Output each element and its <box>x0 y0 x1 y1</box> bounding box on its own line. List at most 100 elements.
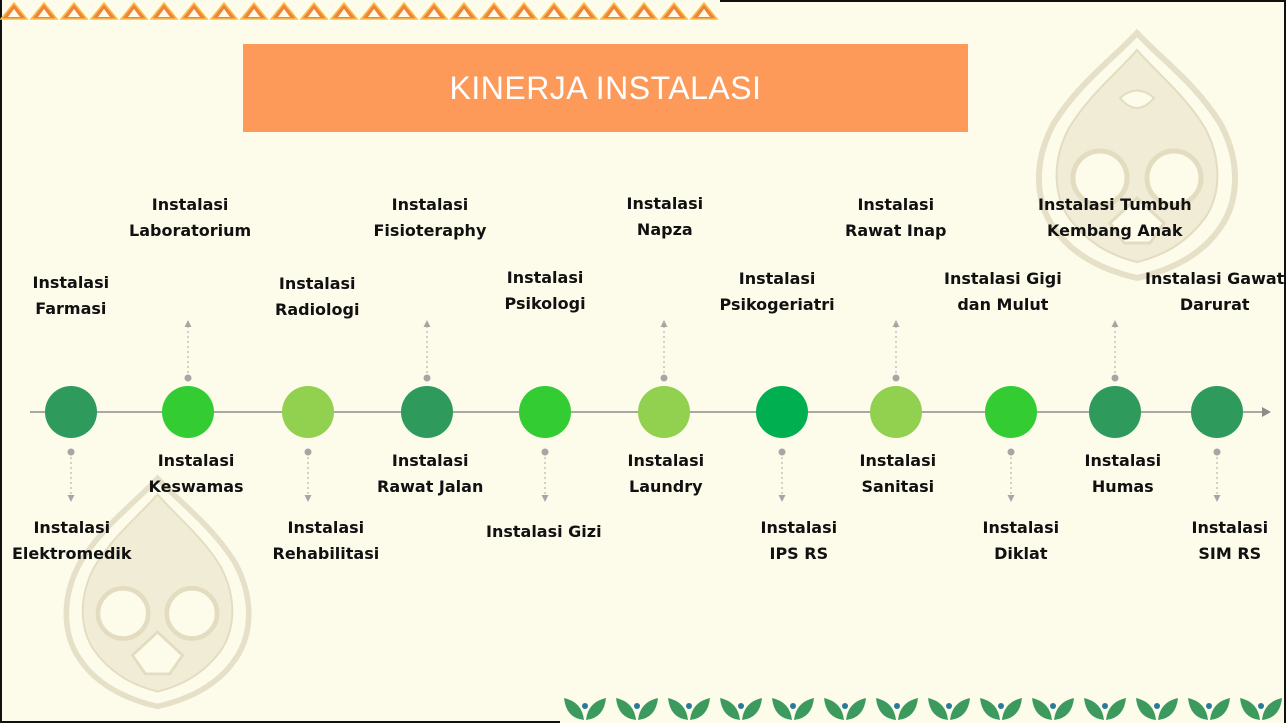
top-label-line1: Instalasi Tumbuh <box>1038 195 1192 214</box>
bottom-label-line2: Elektromedik <box>12 544 132 563</box>
top-label-line2: Kembang Anak <box>1047 221 1183 240</box>
frame-top-line <box>720 0 1286 2</box>
connector-3 <box>304 448 312 502</box>
timeline-node-1 <box>45 386 97 438</box>
bottom-label-line1: Instalasi <box>391 451 469 470</box>
bottom-label-line2: Rawat Jalan <box>377 477 484 496</box>
timeline-node-2 <box>162 386 214 438</box>
bottom-label-line1: Instalasi <box>157 451 235 470</box>
top-label-line2: dan Mulut <box>957 295 1049 314</box>
timeline-node-4 <box>401 386 453 438</box>
timeline-node-10 <box>1089 386 1141 438</box>
top-label-line1: Instalasi <box>151 195 229 214</box>
top-label-line2: Psikogeriatri <box>719 295 835 314</box>
timeline-node-3 <box>282 386 334 438</box>
timeline-node-6 <box>638 386 690 438</box>
bottom-label-line2: Diklat <box>994 544 1048 563</box>
top-label-line1: Instalasi <box>32 273 110 292</box>
connector-8 <box>892 320 900 382</box>
bottom-label-line2: IPS RS <box>769 544 829 563</box>
connector-6 <box>660 320 668 382</box>
top-label-line1: Instalasi Gawat <box>1145 269 1285 288</box>
page-title: KINERJA INSTALASI <box>449 69 762 106</box>
top-label-line1: Instalasi <box>506 268 584 287</box>
connector-1 <box>67 448 75 502</box>
top-label-line2: Darurat <box>1179 295 1250 314</box>
top-label-line1: Instalasi <box>391 195 469 214</box>
timeline-node-7 <box>756 386 808 438</box>
top-label-line2: Radiologi <box>275 300 360 319</box>
top-label-line1: Instalasi Gigi <box>944 269 1062 288</box>
bottom-label-line1: Instalasi <box>287 518 365 537</box>
bottom-label-line2: Laundry <box>629 477 703 496</box>
connector-10 <box>1111 320 1119 382</box>
bottom-label-line1: Instalasi <box>859 451 937 470</box>
bottom-label-line1: Instalasi <box>760 518 838 537</box>
connector-5 <box>541 448 549 502</box>
bottom-ornament-border <box>564 698 1282 720</box>
top-label-line2: Napza <box>636 220 693 239</box>
bottom-label-line1: Instalasi <box>627 451 705 470</box>
title-bar: KINERJA INSTALASI <box>243 44 968 132</box>
bottom-label-line1: Instalasi Gizi <box>486 522 602 541</box>
top-label-9: Instalasi Gigi dan Mulut <box>944 266 1062 318</box>
top-label-line2: Rawat Inap <box>845 221 947 240</box>
timeline-node-9 <box>985 386 1037 438</box>
timeline-axis-arrowhead <box>1262 407 1271 417</box>
timeline-node-11 <box>1191 386 1243 438</box>
frame-right-line <box>1284 0 1286 723</box>
top-label-line2: Psikologi <box>504 294 586 313</box>
connector-2 <box>184 320 192 382</box>
bottom-label-line2: Sanitasi <box>861 477 935 496</box>
node-group <box>45 386 1243 438</box>
top-label-line1: Instalasi <box>278 274 356 293</box>
bottom-label-line2: Humas <box>1091 477 1154 496</box>
top-label-line2: Fisioteraphy <box>373 221 487 240</box>
bottom-label-line2: Rehabilitasi <box>272 544 380 563</box>
connector-11 <box>1213 448 1221 502</box>
bottom-label-line1: Instalasi <box>982 518 1060 537</box>
connector-7 <box>778 448 786 502</box>
bottom-label-line1: Instalasi <box>1084 451 1162 470</box>
timeline-node-5 <box>519 386 571 438</box>
connector-4 <box>423 320 431 382</box>
connector-group <box>67 320 1221 502</box>
bottom-label-line1: Instalasi <box>1191 518 1269 537</box>
bottom-label-line2: SIM RS <box>1198 544 1262 563</box>
connector-9 <box>1007 448 1015 502</box>
top-label-line1: Instalasi <box>857 195 935 214</box>
wayang-watermark-right <box>1035 28 1239 282</box>
top-ornament-border <box>0 1 719 20</box>
top-label-line1: Instalasi <box>738 269 816 288</box>
bottom-label-line1: Instalasi <box>33 518 111 537</box>
bottom-label-5: Instalasi Gizi <box>486 519 602 545</box>
top-label-line2: Farmasi <box>35 299 107 318</box>
wayang-watermark-left <box>63 474 252 710</box>
frame-bottom-line <box>0 721 560 723</box>
top-label-line2: Laboratorium <box>129 221 252 240</box>
bottom-label-line2: Keswamas <box>148 477 244 496</box>
frame-left-line <box>0 0 2 723</box>
timeline-node-8 <box>870 386 922 438</box>
